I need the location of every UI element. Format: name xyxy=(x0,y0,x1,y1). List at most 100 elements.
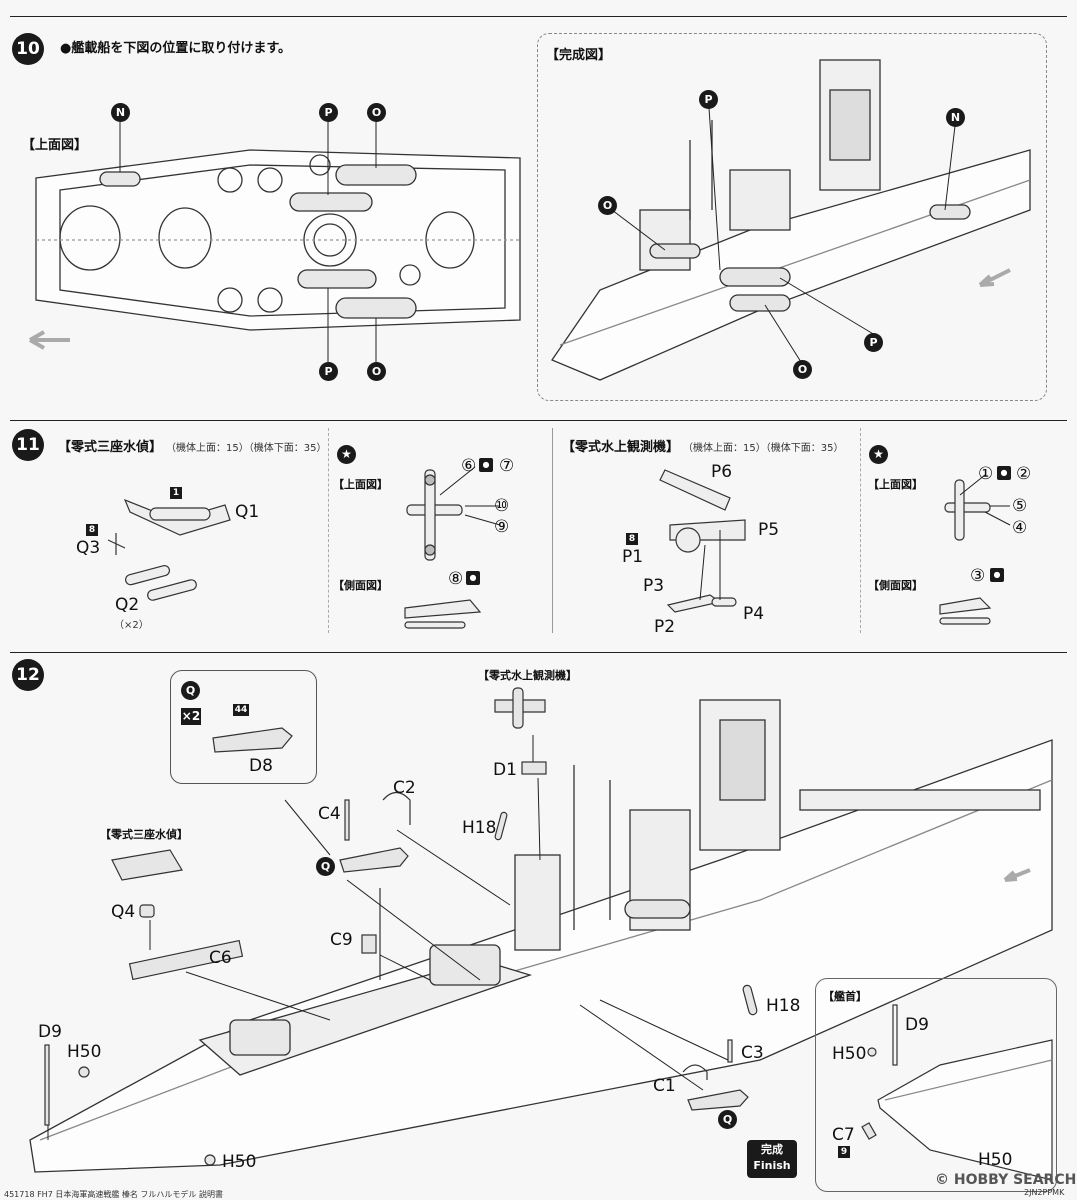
decal-7: ⑦ xyxy=(499,456,515,476)
decal-icon: ● xyxy=(479,458,493,472)
step-number-11: 11 xyxy=(12,429,44,461)
step-number-10: 10 xyxy=(12,33,44,65)
tag-o-bottom: O xyxy=(367,362,386,381)
decal-5: ⑤ xyxy=(1012,496,1028,516)
star-icon: ★ xyxy=(869,445,888,464)
step-10-section xyxy=(10,16,1067,420)
step-11-section xyxy=(10,420,1067,652)
tag-p-complete: P xyxy=(699,90,718,109)
bow-inset-frame xyxy=(815,978,1057,1192)
decal-icon: ● xyxy=(990,568,1004,582)
plane2-top-view-label: 【上面図】 xyxy=(868,478,923,491)
part-q4: Q4 xyxy=(111,902,136,922)
decal-9: ⑨ xyxy=(494,517,510,537)
sprue-8-marker-2: 8 xyxy=(626,533,638,545)
part-c4: C4 xyxy=(318,804,341,824)
part-p3: P3 xyxy=(643,576,665,596)
plane1-side-view-label: 【側面図】 xyxy=(333,579,388,592)
step-12-part-drawings xyxy=(44,687,1002,1166)
tag-o-complete-2: O xyxy=(793,360,812,379)
plane1-colors: （機体上面：15）（機体下面：35） xyxy=(166,443,327,454)
bow-sprue-9: 9 xyxy=(838,1146,850,1158)
tag-p-complete-2: P xyxy=(864,333,883,352)
decal-1: ① xyxy=(978,464,994,484)
bow-part-h50-a: H50 xyxy=(832,1044,867,1064)
part-p2: P2 xyxy=(654,617,676,637)
tag-q-b: Q xyxy=(718,1110,737,1129)
footer-doc-id: 451718 FH7 日本海軍高速戦艦 榛名 フルハルモデル 説明書 xyxy=(4,1190,223,1199)
tag-p-top: P xyxy=(319,103,338,122)
finish-en: Finish xyxy=(753,1159,791,1172)
part-p5: P5 xyxy=(758,520,780,540)
bow-part-c7: C7 xyxy=(832,1125,855,1145)
part-h50-b: H50 xyxy=(222,1152,257,1172)
tag-q-a: Q xyxy=(316,857,335,876)
step-11-plane-drawings xyxy=(107,469,992,629)
sprue-8-marker: 8 xyxy=(86,524,98,536)
complete-view-ship xyxy=(551,59,1031,381)
part-q1: Q1 xyxy=(235,502,260,522)
complete-view-frame xyxy=(537,33,1047,401)
part-d1: D1 xyxy=(493,760,517,780)
part-c6: C6 xyxy=(209,948,232,968)
top-view-hull xyxy=(29,149,521,350)
part-p6: P6 xyxy=(711,462,733,482)
decal-4: ④ xyxy=(1012,518,1028,538)
decal-icon: ● xyxy=(466,571,480,585)
part-q2-qty: （×2） xyxy=(114,620,149,631)
part-q2: Q2 xyxy=(115,595,140,615)
decal-8: ⑧ xyxy=(448,569,464,589)
inset-qty: ×2 xyxy=(181,708,201,725)
finish-jp: 完成 xyxy=(761,1143,783,1156)
part-c9: C9 xyxy=(330,930,353,950)
plane1-top-view-label: 【上面図】 xyxy=(333,478,388,491)
complete-view-label: 【完成図】 xyxy=(546,48,612,63)
decal-2: ② xyxy=(1016,464,1032,484)
inset-q-frame xyxy=(170,670,317,784)
inset-q-tag: Q xyxy=(181,681,200,700)
decal-10: ⑩ xyxy=(494,496,510,516)
plane1-title: 【零式三座水偵】 xyxy=(58,440,163,455)
part-q3: Q3 xyxy=(76,538,101,558)
tag-n-complete: N xyxy=(946,108,965,127)
footer-code: 2JN2PPMK xyxy=(1024,1188,1065,1197)
tag-o-top: O xyxy=(367,103,386,122)
part-p4: P4 xyxy=(743,604,765,624)
part-h18-a: H18 xyxy=(462,818,497,838)
step-number-12: 12 xyxy=(12,659,44,691)
step-12-ship-drawing xyxy=(29,699,1053,1173)
part-c2: C2 xyxy=(393,778,416,798)
tag-o-complete: O xyxy=(598,196,617,215)
star-icon: ★ xyxy=(337,445,356,464)
plane2-colors: （機体上面：15）（機体下面：35） xyxy=(683,443,844,454)
divider xyxy=(328,428,329,633)
bow-part-d9: D9 xyxy=(905,1015,929,1035)
decal-icon: ● xyxy=(997,466,1011,480)
part-c3: C3 xyxy=(741,1043,764,1063)
finish-badge: 完成 Finish xyxy=(747,1140,797,1178)
part-d8: D8 xyxy=(249,756,273,776)
part-d9: D9 xyxy=(38,1022,62,1042)
part-p1: P1 xyxy=(622,547,644,567)
top-view-label: 【上面図】 xyxy=(22,138,88,153)
inset-sprue: 44 xyxy=(233,704,249,716)
step-12-section xyxy=(10,652,1067,1190)
plane1-label-12: 【零式三座水偵】 xyxy=(100,828,188,841)
plane2-label-12: 【零式水上観測機】 xyxy=(478,669,577,682)
decal-3: ③ xyxy=(970,566,986,586)
step-10-instruction: ●艦載船を下図の位置に取り付けます。 xyxy=(60,41,292,56)
sprue-1-marker: 1 xyxy=(170,487,182,499)
bow-label: 【艦首】 xyxy=(823,990,867,1003)
decal-6: ⑥ xyxy=(461,456,477,476)
bow-part-h50-b: H50 xyxy=(978,1150,1013,1170)
part-h18-b: H18 xyxy=(766,996,801,1016)
tag-n-top: N xyxy=(111,103,130,122)
plane2-side-view-label: 【側面図】 xyxy=(868,579,923,592)
tag-p-bottom: P xyxy=(319,362,338,381)
divider xyxy=(552,428,553,633)
part-h50-a: H50 xyxy=(67,1042,102,1062)
divider xyxy=(860,428,861,633)
plane2-title: 【零式水上観測機】 xyxy=(562,440,680,455)
part-c1: C1 xyxy=(653,1076,676,1096)
